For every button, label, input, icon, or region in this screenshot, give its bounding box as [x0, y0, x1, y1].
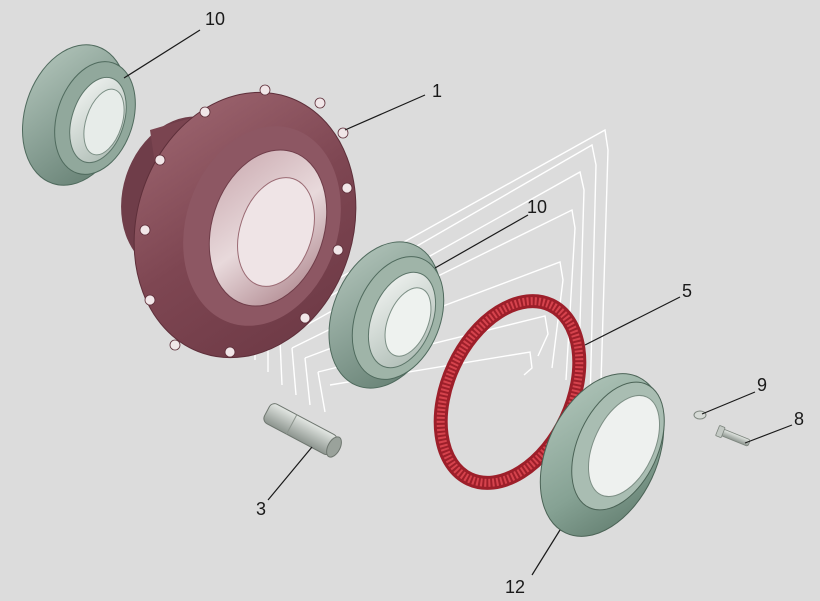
tapered-bearing-icon [328, 241, 445, 389]
wheel-hub-icon [121, 84, 357, 359]
callout-12: 12 [505, 577, 525, 597]
callout-9: 9 [757, 375, 767, 395]
leader-lines [123, 29, 793, 576]
washer-icon [693, 410, 707, 420]
callout-5: 5 [682, 281, 692, 301]
stud-pin-icon [263, 403, 342, 458]
callout-3: 3 [256, 499, 266, 519]
tapered-bearing-icon [21, 44, 136, 186]
callouts: 10 1 10 5 9 8 3 12 [205, 9, 804, 597]
hub-cover-icon [539, 373, 665, 537]
callout-1: 1 [432, 81, 442, 101]
callout-10-center: 10 [527, 197, 547, 217]
bolt-icon [715, 425, 751, 447]
callout-8: 8 [794, 409, 804, 429]
callout-10-top: 10 [205, 9, 225, 29]
